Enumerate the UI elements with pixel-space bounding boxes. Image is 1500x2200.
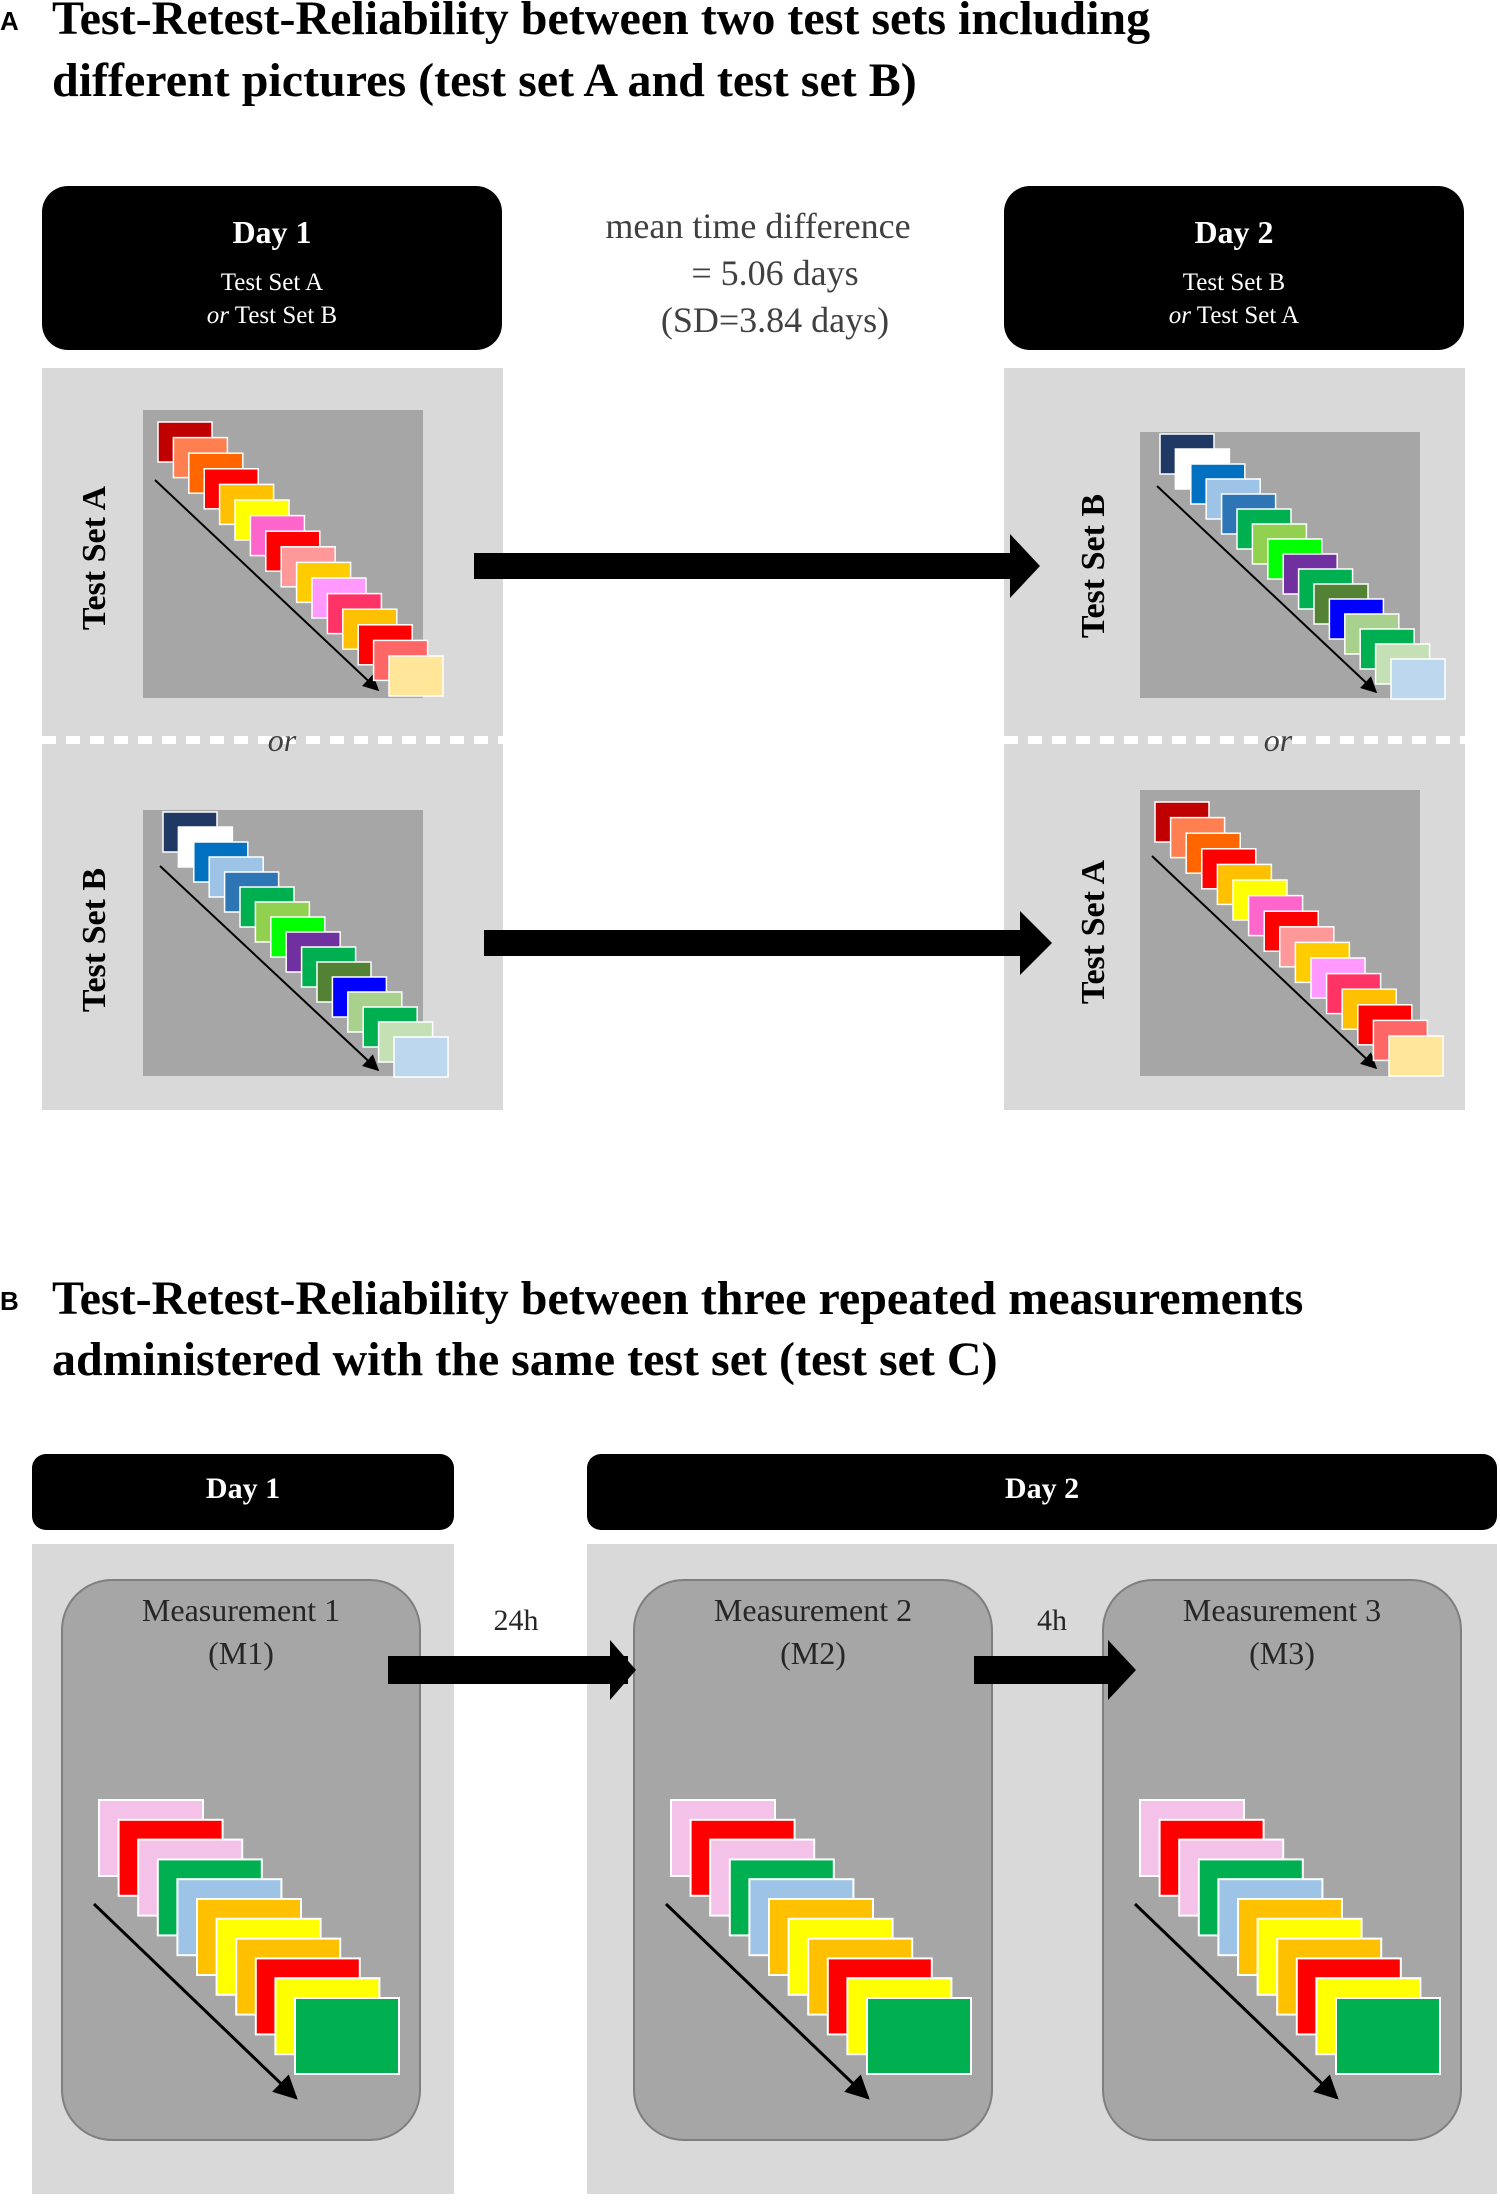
measurement-1-code: (M1) <box>208 1635 274 1671</box>
sequence-arrow <box>664 1902 870 2100</box>
picture-card <box>1388 1035 1444 1077</box>
day1-or-label: or <box>268 722 297 758</box>
day1-header-line2: or Test Set B <box>207 302 337 329</box>
test-set-a-card-stack-day2 <box>1151 801 1444 1077</box>
sequence-arrow <box>1133 1902 1339 2100</box>
day2-header-title: Day 2 <box>1194 214 1273 250</box>
picture-card <box>866 1997 972 2075</box>
sequence-arrow <box>159 865 380 1072</box>
panel-b: B Test-Retest-Reliability between three … <box>0 1272 1497 2194</box>
measurement-2-code: (M2) <box>780 1635 846 1671</box>
time-note-line3: (SD=3.84 days) <box>661 300 889 340</box>
day2-header-line2: or Test Set A <box>1169 302 1299 329</box>
panel-b-letter: B <box>0 1286 19 1316</box>
test-set-c-card-stack-m1 <box>92 1799 400 2100</box>
day2-header-box <box>1004 186 1464 350</box>
picture-card <box>294 1997 400 2075</box>
panel-a-title-line1: Test-Retest-Reliability between two test… <box>52 0 1150 45</box>
day2-header-line1: Test Set B <box>1183 269 1285 296</box>
label-left-test-set-b: Test Set B <box>76 868 113 1012</box>
picture-card <box>388 655 444 697</box>
day1-or-prefix: or <box>207 302 230 329</box>
panel-b-title-line2: administered with the same test set (tes… <box>52 1333 998 1386</box>
arrow-set-a-to-set-b <box>474 534 1040 598</box>
picture-card <box>393 1036 449 1078</box>
measurement-2-label: Measurement 2 <box>714 1592 912 1628</box>
day1-header-box <box>42 186 502 350</box>
test-set-c-card-stack-m3 <box>1133 1799 1441 2100</box>
sequence-arrow <box>154 479 380 692</box>
label-left-test-set-a: Test Set A <box>76 485 113 630</box>
measurement-1-label: Measurement 1 <box>142 1592 340 1628</box>
interval-24h-label: 24h <box>494 1604 539 1637</box>
sequence-arrow <box>1156 485 1378 694</box>
day1-alt-set: Test Set B <box>229 302 337 329</box>
time-note-line1: mean time difference <box>605 206 910 246</box>
test-set-b-card-stack-day1 <box>159 811 449 1078</box>
day1-header-title: Day 1 <box>232 214 311 250</box>
day1-header-bar <box>32 1454 454 1530</box>
picture-card <box>1335 1997 1441 2075</box>
time-note-line2: = 5.06 days <box>691 253 858 293</box>
day2-or-label: or <box>1264 722 1293 758</box>
day1-header-line1: Test Set A <box>221 269 323 296</box>
day2-alt-set: Test Set A <box>1191 302 1299 329</box>
day2-header-bar <box>587 1454 1497 1530</box>
test-set-c-card-stack-m2 <box>664 1799 972 2100</box>
arrow-set-b-to-set-a <box>484 911 1052 975</box>
interval-4h-label: 4h <box>1037 1604 1067 1637</box>
day2-or-prefix: or <box>1169 302 1192 329</box>
sequence-arrow <box>92 1902 298 2100</box>
measurement-3-label: Measurement 3 <box>1183 1592 1381 1628</box>
test-set-b-card-stack-day2 <box>1156 433 1446 700</box>
sequence-arrow <box>1151 855 1378 1070</box>
panel-a-letter: A <box>0 6 19 36</box>
panel-b-title-line1: Test-Retest-Reliability between three re… <box>52 1272 1303 1325</box>
label-right-test-set-b: Test Set B <box>1075 494 1112 638</box>
test-set-a-card-stack-day1 <box>154 421 444 697</box>
day2-header-bar-title: Day 2 <box>1005 1472 1079 1505</box>
day1-header-bar-title: Day 1 <box>206 1472 280 1505</box>
label-right-test-set-a: Test Set A <box>1075 859 1112 1004</box>
arrow-m2-to-m3 <box>974 1640 1136 1700</box>
picture-card <box>1390 658 1446 700</box>
measurement-3-code: (M3) <box>1249 1635 1315 1671</box>
panel-a: A Test-Retest-Reliability between two te… <box>0 0 1465 1110</box>
panel-a-title-line2: different pictures (test set A and test … <box>52 54 917 107</box>
arrow-m1-to-m2 <box>388 1640 636 1700</box>
